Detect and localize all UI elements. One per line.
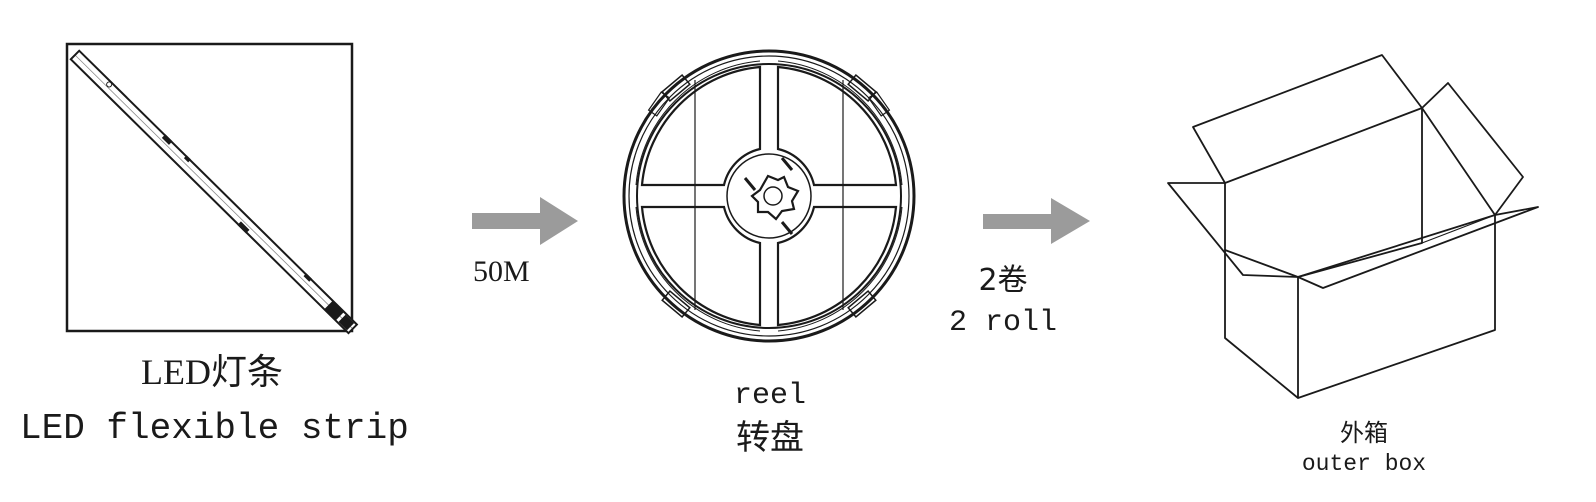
step1-label-en: LED flexible strip [20,408,409,449]
step2-label-en: reel [734,379,806,413]
arrow1-label: 50M [473,255,530,288]
outer-box-illustration [1167,54,1539,399]
step3-label-cn: 外箱 [1340,419,1388,447]
arrow-1 [472,197,578,245]
led-strip-illustration [65,42,359,335]
step1-label-cn: LED灯条 [141,352,283,392]
step3-label-en: outer box [1302,451,1426,477]
reel-illustration [622,49,916,343]
arrow2-label-cn: 2卷 [978,263,1027,298]
led-strip-frame [65,42,354,333]
step2-label-cn: 转盘 [736,418,804,458]
led-strip-body [69,49,359,335]
arrow2-label-en: 2 roll [949,306,1057,340]
arrow-2 [983,198,1090,244]
